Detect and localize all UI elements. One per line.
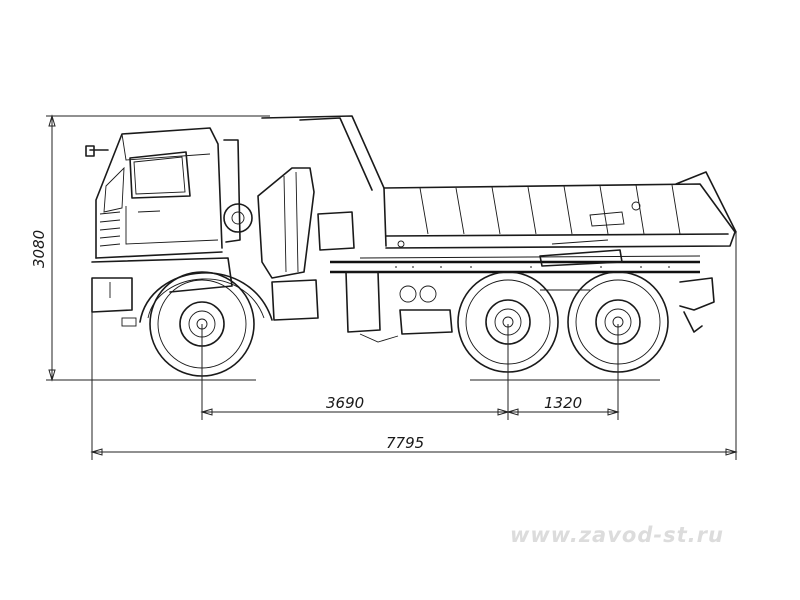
chassis-frame: [330, 239, 715, 333]
dimension-lines: [46, 114, 738, 460]
cab-accessories: [223, 139, 453, 343]
wheelbase-dimension-label: 3690: [326, 394, 364, 412]
height-dimension-label: 3080: [30, 230, 48, 268]
rear-axle-spacing-label: 1320: [544, 394, 582, 412]
dump-body: [261, 115, 737, 249]
overall-length-label: 7795: [386, 434, 424, 452]
cab: [85, 127, 233, 327]
watermark: www.zavod-st.ru: [510, 523, 724, 547]
